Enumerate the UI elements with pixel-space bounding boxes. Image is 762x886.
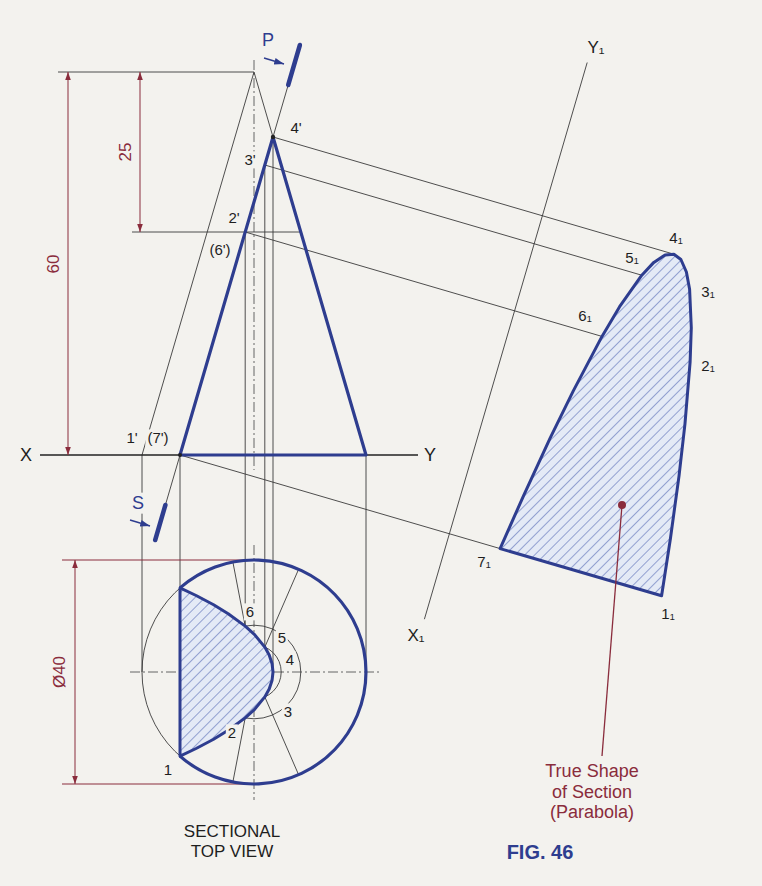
dimension-value: 60 bbox=[44, 253, 64, 276]
point-label-holder: 4' bbox=[288, 119, 303, 136]
point-label: 5₁ bbox=[623, 249, 640, 266]
reference-line-label: X₁ bbox=[405, 626, 426, 646]
figure-caption: FIG. 46 bbox=[505, 841, 576, 864]
point-label: 2 bbox=[226, 724, 238, 741]
sectional-top-view-hatch bbox=[180, 588, 273, 756]
point-dot bbox=[178, 453, 182, 457]
point-label: 2' bbox=[226, 209, 241, 226]
point-label: 2₁ bbox=[699, 357, 716, 374]
dimension-value: 25 bbox=[116, 141, 136, 164]
point-label-holder: 2 bbox=[226, 724, 238, 741]
point-label-holder: (7') bbox=[145, 429, 170, 446]
point-label: 1' bbox=[124, 429, 139, 446]
reference-line-label-holder: Y₁ bbox=[585, 38, 606, 58]
point-label: 4₁ bbox=[667, 229, 684, 246]
cutting-plane-label: P bbox=[260, 30, 276, 51]
cutting-plane-ends bbox=[155, 45, 300, 540]
point-label: 3₁ bbox=[699, 283, 716, 300]
section-note-holder: True Shape of Section (Parabola) bbox=[534, 761, 650, 823]
reference-line-label: Y bbox=[422, 445, 438, 466]
point-label: 4' bbox=[288, 119, 303, 136]
cutting-plane-label-holder: S bbox=[130, 493, 146, 514]
point-label-holder: 1₁ bbox=[659, 605, 676, 622]
point-label: 6₁ bbox=[576, 307, 593, 324]
point-label-holder: 1' bbox=[124, 429, 139, 446]
leader-line bbox=[602, 505, 622, 756]
point-label: 1₁ bbox=[659, 605, 676, 622]
reference-line-label: X bbox=[18, 445, 34, 466]
point-label-holder: 6 bbox=[244, 603, 256, 620]
point-label-holder: 4₁ bbox=[667, 229, 684, 246]
point-label-holder: 3' bbox=[242, 151, 257, 168]
dimension-value-holder: 60 bbox=[43, 254, 66, 274]
point-label-holder: 5 bbox=[276, 629, 288, 646]
leader-dot bbox=[618, 501, 626, 509]
point-label-holder: 2₁ bbox=[699, 357, 716, 374]
point-label-holder: 5₁ bbox=[623, 249, 640, 266]
point-label-holder: 4 bbox=[284, 651, 296, 668]
object-outlines bbox=[180, 137, 366, 784]
cutting-plane-label: S bbox=[130, 493, 146, 514]
true-shape-parabola bbox=[500, 254, 691, 596]
point-label: 4 bbox=[284, 651, 296, 668]
point-label: 6 bbox=[244, 603, 256, 620]
cutting-plane-label-holder: P bbox=[260, 30, 276, 51]
point-label: 3' bbox=[242, 151, 257, 168]
point-label: (6') bbox=[207, 241, 232, 258]
reference-line-label-holder: X bbox=[18, 445, 34, 466]
point-label: 5 bbox=[276, 629, 288, 646]
centre-lines bbox=[130, 60, 380, 800]
dimension-value-holder: Ø40 bbox=[42, 662, 78, 682]
point-label-holder: 1 bbox=[162, 761, 174, 778]
point-label-holder: 3 bbox=[282, 703, 294, 720]
point-label-holder: 7₁ bbox=[475, 553, 492, 570]
reference-line-label: Y₁ bbox=[585, 38, 606, 58]
dimension-value: Ø40 bbox=[50, 654, 70, 690]
point-dot bbox=[271, 135, 275, 139]
point-label: 7₁ bbox=[475, 553, 492, 570]
point-label-holder: 2' bbox=[226, 209, 241, 226]
viewing-arrows bbox=[130, 58, 284, 526]
point-label-holder: (6') bbox=[207, 241, 232, 258]
reference-line-label-holder: X₁ bbox=[405, 626, 426, 646]
view-title-holder: SECTIONAL TOP VIEW bbox=[170, 822, 294, 861]
point-label: 1 bbox=[162, 761, 174, 778]
point-label: (7') bbox=[145, 429, 170, 446]
section-note: True Shape of Section (Parabola) bbox=[534, 761, 650, 823]
dimension-value-holder: 25 bbox=[115, 142, 138, 162]
point-label-holder: 6₁ bbox=[576, 307, 593, 324]
point-label: 3 bbox=[282, 703, 294, 720]
point-label-holder: 3₁ bbox=[699, 283, 716, 300]
view-title: SECTIONAL TOP VIEW bbox=[170, 822, 294, 861]
reference-line-label-holder: Y bbox=[422, 445, 438, 466]
figure-caption-holder: FIG. 46 bbox=[505, 841, 576, 864]
